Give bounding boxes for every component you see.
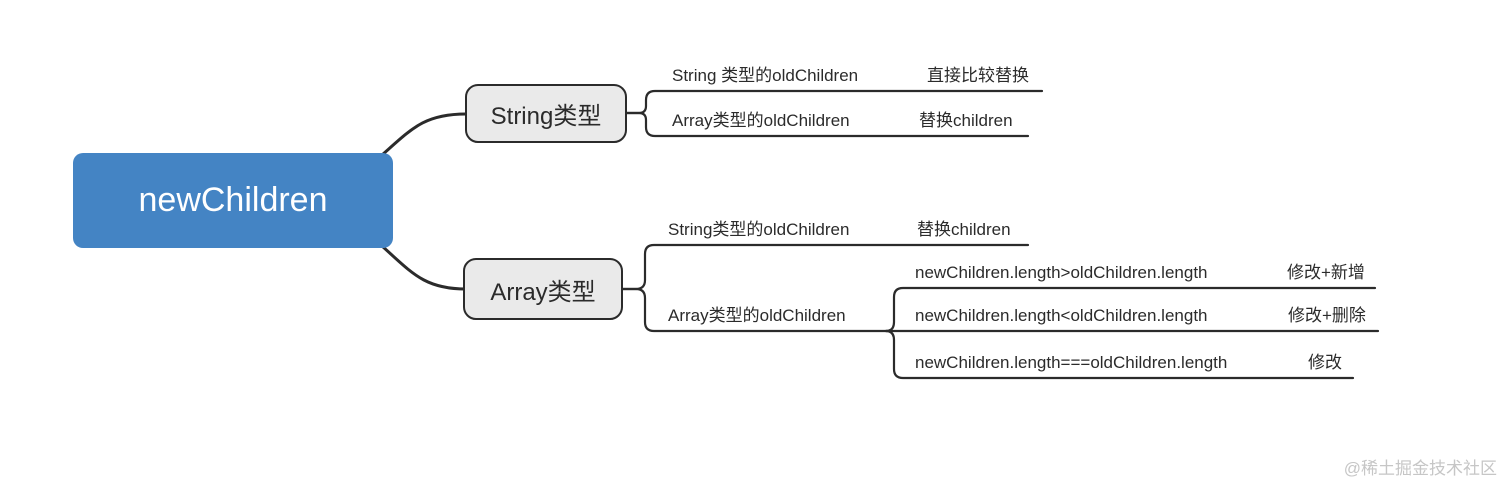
branch-node-array-type: Array类型 <box>463 258 623 320</box>
leaf-condition-length-greater: newChildren.length>oldChildren.length <box>915 263 1208 282</box>
array-branch-condition-string-oldchildren: String类型的oldChildren <box>668 220 850 239</box>
array-branch-condition-array-oldchildren: Array类型的oldChildren <box>668 306 846 325</box>
string-branch-condition-array-oldchildren: Array类型的oldChildren <box>672 111 850 130</box>
string-branch-action-replace-children: 替换children <box>919 111 1013 130</box>
array-branch-lower-line <box>621 287 888 333</box>
root-node-newchildren: newChildren <box>73 153 393 248</box>
juejin-watermark: @稀土掘金技术社区 <box>1343 459 1497 478</box>
array-branch-action-replace-children: 替换children <box>917 220 1011 239</box>
string-branch-condition-string-oldchildren: String 类型的oldChildren <box>672 66 859 85</box>
branch-node-string-type: String类型 <box>465 84 627 143</box>
string-branch-action-direct-compare: 直接比较替换 <box>927 66 1029 85</box>
leaf-equal-line <box>884 329 1355 380</box>
leaf-condition-length-less: newChildren.length<oldChildren.length <box>915 306 1208 325</box>
leaf-condition-length-equal: newChildren.length===oldChildren.length <box>915 353 1228 372</box>
leaf-action-modify-add: 修改+新增 <box>1287 263 1365 282</box>
leaf-action-modify: 修改 <box>1308 353 1342 372</box>
root-to-array-connector <box>372 237 468 291</box>
root-to-string-connector <box>372 112 468 164</box>
string-branch-lower-line <box>625 111 1030 138</box>
leaf-action-modify-delete: 修改+删除 <box>1288 306 1366 325</box>
root-node-label: newChildren <box>138 181 328 219</box>
branch-node-label: Array类型 <box>490 278 596 306</box>
branch-node-label: String类型 <box>490 103 602 130</box>
